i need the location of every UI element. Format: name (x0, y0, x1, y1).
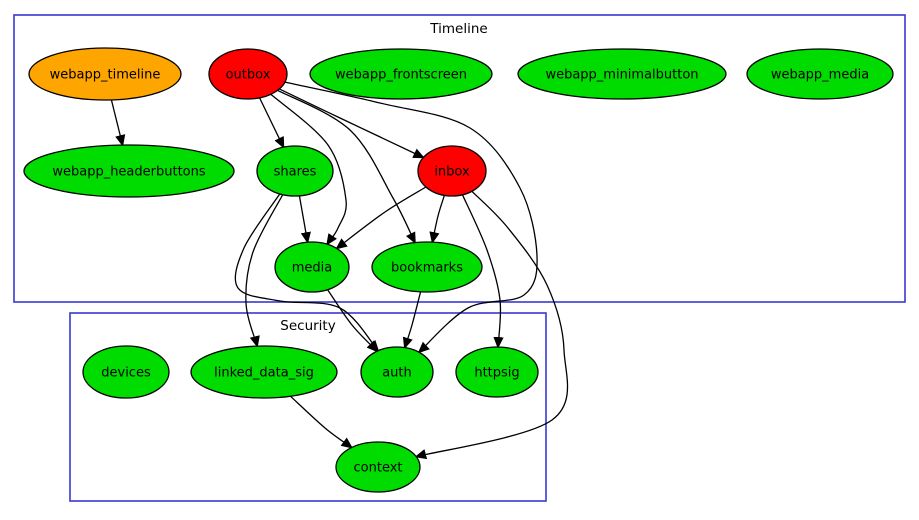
node-webapp_timeline-label: webapp_timeline (50, 68, 161, 83)
edge-shares-to-media (298, 195, 311, 244)
node-devices: devices (82, 345, 170, 399)
edge-shares-to-auth (234, 193, 380, 353)
edge-outbox-to-shares (259, 97, 285, 149)
node-webapp_timeline: webapp_timeline (28, 47, 182, 101)
cluster-security-label: Security (280, 318, 335, 334)
node-bookmarks-shape (371, 241, 483, 293)
edge-outbox-to-media (270, 93, 347, 246)
node-inbox-shape (417, 145, 487, 197)
cluster-timeline-label: Timeline (429, 21, 487, 37)
node-bookmarks-label: bookmarks (391, 261, 463, 276)
node-outbox: outbox (208, 48, 288, 100)
node-shares-shape (256, 145, 334, 197)
node-webapp_media: webapp_media (746, 48, 894, 100)
edge-bookmarks-to-auth (402, 291, 422, 350)
edge-linked_data_sig-to-context (289, 395, 354, 449)
node-bookmarks: bookmarks (371, 241, 483, 293)
cluster-timeline: Timeline (13, 14, 906, 303)
node-httpsig-shape (455, 346, 539, 398)
edge-inbox-to-httpsig (461, 194, 504, 349)
node-webapp_media-label: webapp_media (771, 68, 869, 83)
node-media-shape (274, 241, 350, 293)
node-media: media (274, 241, 350, 293)
edge-outbox-to-bookmarks (277, 89, 416, 245)
edge-inbox-to-media (335, 186, 427, 250)
node-auth-shape (360, 346, 434, 398)
node-webapp_timeline-shape (28, 47, 182, 101)
edge-webapp_timeline-to-webapp_headerbuttons (110, 99, 126, 147)
cluster-security-border (69, 312, 547, 502)
node-webapp_headerbuttons-shape (23, 144, 235, 198)
node-webapp_headerbuttons-label: webapp_headerbuttons (52, 165, 206, 180)
node-webapp_minimalbutton: webapp_minimalbutton (517, 48, 727, 100)
node-outbox-shape (208, 48, 288, 100)
node-webapp_headerbuttons: webapp_headerbuttons (23, 144, 235, 198)
node-inbox-label: inbox (434, 165, 470, 180)
node-devices-label: devices (101, 366, 151, 381)
edge-outbox-to-auth (284, 81, 538, 354)
node-httpsig: httpsig (455, 346, 539, 398)
node-context: context (335, 441, 421, 493)
node-linked_data_sig-shape (190, 345, 338, 399)
node-webapp_frontscreen-label: webapp_frontscreen (335, 68, 467, 83)
edge-shares-to-linked_data_sig (245, 194, 284, 348)
edge-inbox-to-bookmarks (429, 195, 446, 244)
node-shares-label: shares (274, 165, 317, 180)
cluster-timeline-border (13, 14, 906, 303)
node-webapp_frontscreen: webapp_frontscreen (309, 48, 493, 100)
node-linked_data_sig-label: linked_data_sig (214, 366, 314, 381)
edge-media-to-auth (327, 289, 379, 353)
edge-outbox-to-inbox (279, 88, 425, 159)
node-media-label: media (292, 261, 333, 276)
node-shares: shares (256, 145, 334, 197)
node-webapp_frontscreen-shape (309, 48, 493, 100)
node-outbox-label: outbox (226, 68, 271, 83)
edge-layer (110, 81, 569, 460)
node-context-label: context (354, 461, 403, 476)
node-webapp_minimalbutton-label: webapp_minimalbutton (545, 68, 698, 83)
node-devices-shape (82, 345, 170, 399)
node-webapp_media-shape (746, 48, 894, 100)
node-auth: auth (360, 346, 434, 398)
cluster-security: Security (69, 312, 547, 502)
edge-inbox-to-context (414, 190, 569, 460)
node-auth-label: auth (382, 366, 412, 381)
node-context-shape (335, 441, 421, 493)
node-inbox: inbox (417, 145, 487, 197)
node-webapp_minimalbutton-shape (517, 48, 727, 100)
node-httpsig-label: httpsig (474, 366, 519, 381)
node-linked_data_sig: linked_data_sig (190, 345, 338, 399)
